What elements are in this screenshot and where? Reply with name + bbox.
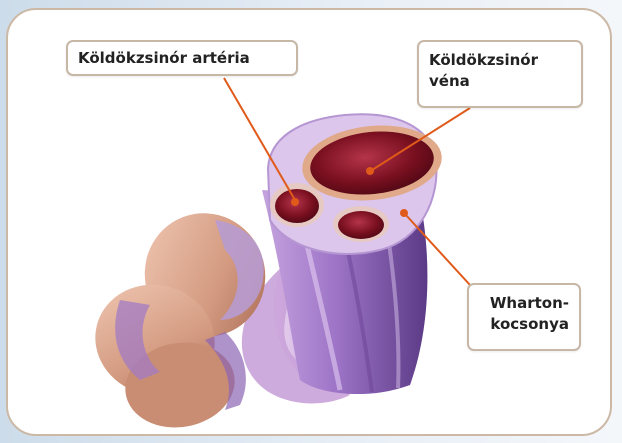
leader-dot-vein — [366, 167, 374, 175]
label-wharton-jelly: Wharton- kocsonya — [467, 283, 581, 351]
label-umbilical-vein-line2: véna — [429, 71, 571, 92]
label-wharton-jelly-line2: kocsonya — [479, 314, 569, 335]
label-umbilical-vein: Köldökzsinór véna — [417, 40, 583, 108]
leader-dot-wharton — [400, 209, 408, 217]
artery-right-lumen — [338, 211, 384, 239]
artery-left-lumen — [275, 189, 319, 223]
label-umbilical-artery: Köldökzsinór artéria — [66, 40, 298, 76]
label-umbilical-artery-text: Köldökzsinór artéria — [78, 49, 250, 67]
label-wharton-jelly-line1: Wharton- — [479, 293, 569, 314]
label-umbilical-vein-line1: Köldökzsinór — [429, 50, 571, 71]
leader-dot-artery — [291, 198, 299, 206]
